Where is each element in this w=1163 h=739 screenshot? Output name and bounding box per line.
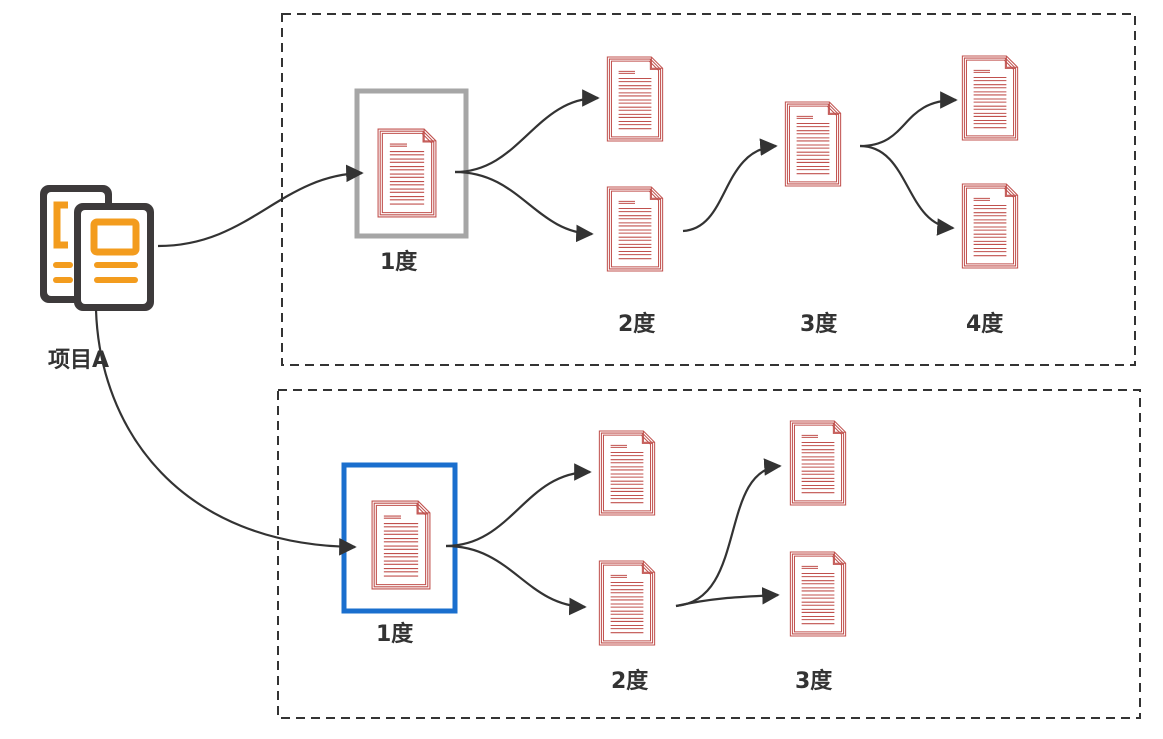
seed-box-upper xyxy=(354,88,469,239)
upper-group-box xyxy=(281,13,1136,366)
arrow xyxy=(445,463,592,548)
lower-group-box xyxy=(277,389,1141,719)
document-icon xyxy=(371,500,431,590)
document-icon xyxy=(789,551,847,637)
document-icon xyxy=(784,101,842,187)
document-icon xyxy=(598,560,656,646)
arrow xyxy=(859,91,958,148)
upper-degree-4-label: 4度 xyxy=(966,312,1004,337)
upper-degree-1-label: 1度 xyxy=(380,250,418,275)
lower-degree-3-label: 3度 xyxy=(795,669,833,694)
document-icon xyxy=(606,186,664,272)
document-icon xyxy=(961,183,1019,269)
arrow xyxy=(445,544,587,616)
project-label: 项目A xyxy=(48,348,110,373)
arrow xyxy=(94,309,357,556)
document-icon xyxy=(606,56,664,142)
arrow xyxy=(675,458,782,608)
arrow xyxy=(157,164,364,248)
document-icon xyxy=(789,420,847,506)
upper-degree-3-label: 3度 xyxy=(800,312,838,337)
lower-degree-1-label: 1度 xyxy=(376,622,414,647)
arrow xyxy=(454,170,594,243)
document-icon xyxy=(598,430,656,516)
project-documents-icon xyxy=(40,185,154,311)
seed-box-lower xyxy=(341,462,458,614)
document-icon xyxy=(377,128,437,218)
document-icon xyxy=(961,55,1019,141)
arrow xyxy=(675,586,780,608)
lower-degree-2-label: 2度 xyxy=(611,669,649,694)
upper-degree-2-label: 2度 xyxy=(618,312,656,337)
arrow xyxy=(454,89,600,174)
arrow xyxy=(682,138,778,233)
arrow xyxy=(859,144,955,236)
